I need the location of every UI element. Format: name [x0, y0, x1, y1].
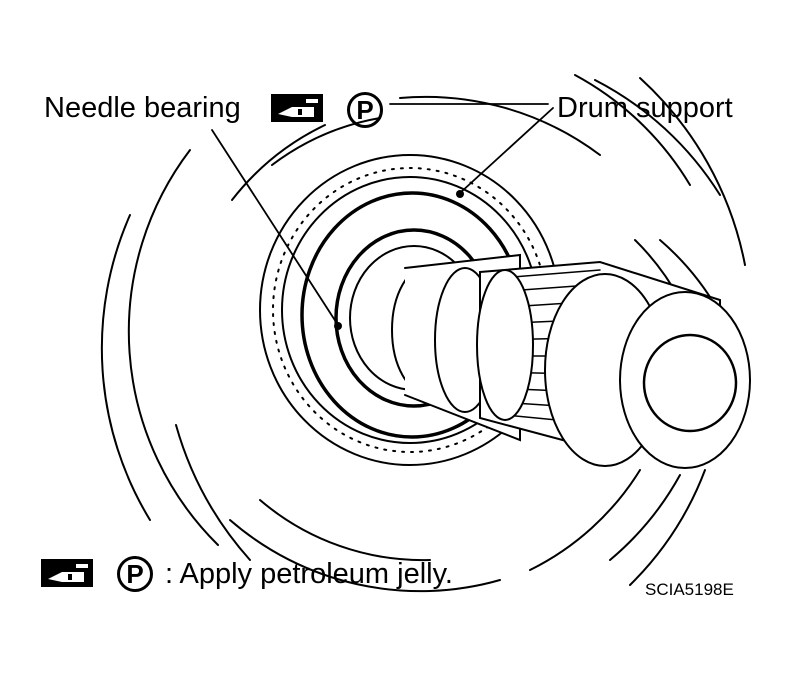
drum-support-point — [456, 190, 464, 198]
drum-support-label: Drum support — [557, 92, 733, 124]
needle-bearing-point — [334, 322, 342, 330]
figure-code: SCIA5198E — [645, 580, 734, 599]
circled-p-icon: P — [347, 92, 383, 128]
needle-bearing-label: Needle bearing — [44, 92, 241, 124]
legend-text: : Apply petroleum jelly. — [165, 558, 453, 590]
leader-lines — [211, 103, 554, 326]
grease-applicator-icon — [271, 94, 323, 122]
shaft — [391, 253, 751, 469]
grease-applicator-icon — [41, 559, 93, 587]
outer-arcs — [100, 74, 746, 593]
circled-p-legend-icon: P — [117, 556, 153, 592]
